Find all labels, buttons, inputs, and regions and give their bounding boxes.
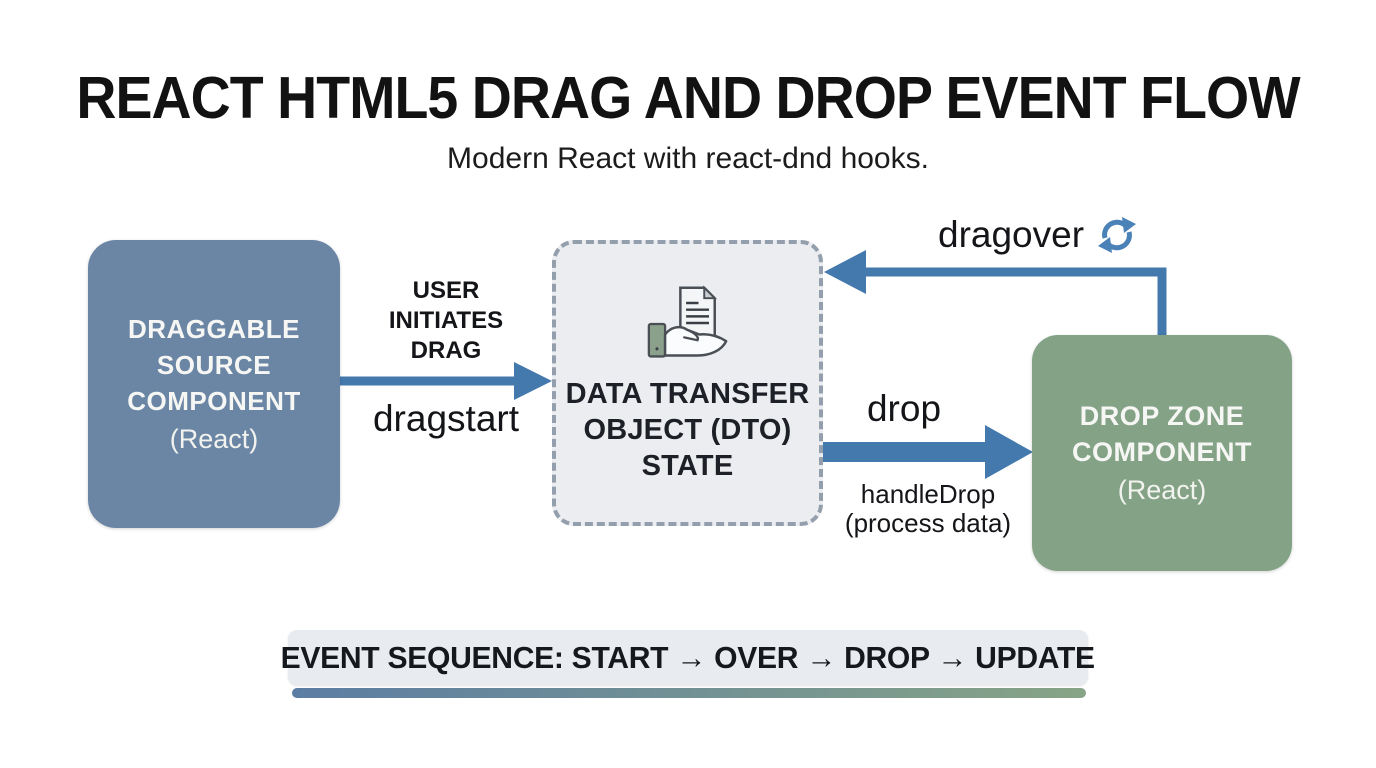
page-title: REACT HTML5 DRAG AND DROP EVENT FLOW <box>76 65 1300 131</box>
label-line: INITIATES <box>388 307 504 334</box>
label-line: DRAG <box>410 337 482 364</box>
handledrop-label: handleDrop (process data) <box>808 480 1048 538</box>
node-label-line: STATE <box>641 450 734 482</box>
refresh-cycle-icon <box>1098 217 1137 253</box>
node-label-line: SOURCE <box>156 350 272 380</box>
node-label-line: OBJECT (DTO) <box>583 414 792 446</box>
dragstart-arrow <box>340 362 552 400</box>
node-sublabel: (React) <box>169 424 259 454</box>
node-label-line: COMPONENT <box>1072 437 1252 467</box>
label-line: USER <box>412 277 480 304</box>
dto-state-node: DATA TRANSFER OBJECT (DTO) STATE <box>552 240 823 526</box>
dragstart-event-label: dragstart <box>372 398 519 439</box>
draggable-source-node: DRAGGABLE SOURCE COMPONENT (React) <box>88 240 340 528</box>
drop-event-label: drop <box>866 388 942 429</box>
label-line: (process data) <box>844 508 1012 538</box>
label-line: handleDrop <box>860 479 996 509</box>
page-subtitle: Modern React with react-dnd hooks. <box>447 142 929 175</box>
dragover-event-label: dragover <box>938 214 1138 256</box>
gradient-underline <box>292 688 1086 698</box>
dragover-arrow <box>824 250 1167 335</box>
node-sublabel: (React) <box>1117 475 1207 505</box>
drop-zone-node: DROP ZONE COMPONENT (React) <box>1032 335 1292 571</box>
node-label-line: COMPONENT <box>127 386 301 416</box>
node-label-line: DRAGGABLE <box>127 314 301 344</box>
drop-arrow <box>823 425 1033 479</box>
node-label-line: DATA TRANSFER <box>565 378 810 410</box>
user-initiates-drag-label: USER INITIATES DRAG <box>352 276 540 366</box>
node-label-line: DROP ZONE <box>1079 401 1245 431</box>
label-text: dragover <box>938 214 1085 255</box>
event-sequence-bar: EVENT SEQUENCE: START → OVER → DROP → UP… <box>281 630 1095 685</box>
event-sequence-text: EVENT SEQUENCE: START → OVER → DROP → UP… <box>280 639 1096 675</box>
hand-holding-document-icon <box>647 285 727 358</box>
